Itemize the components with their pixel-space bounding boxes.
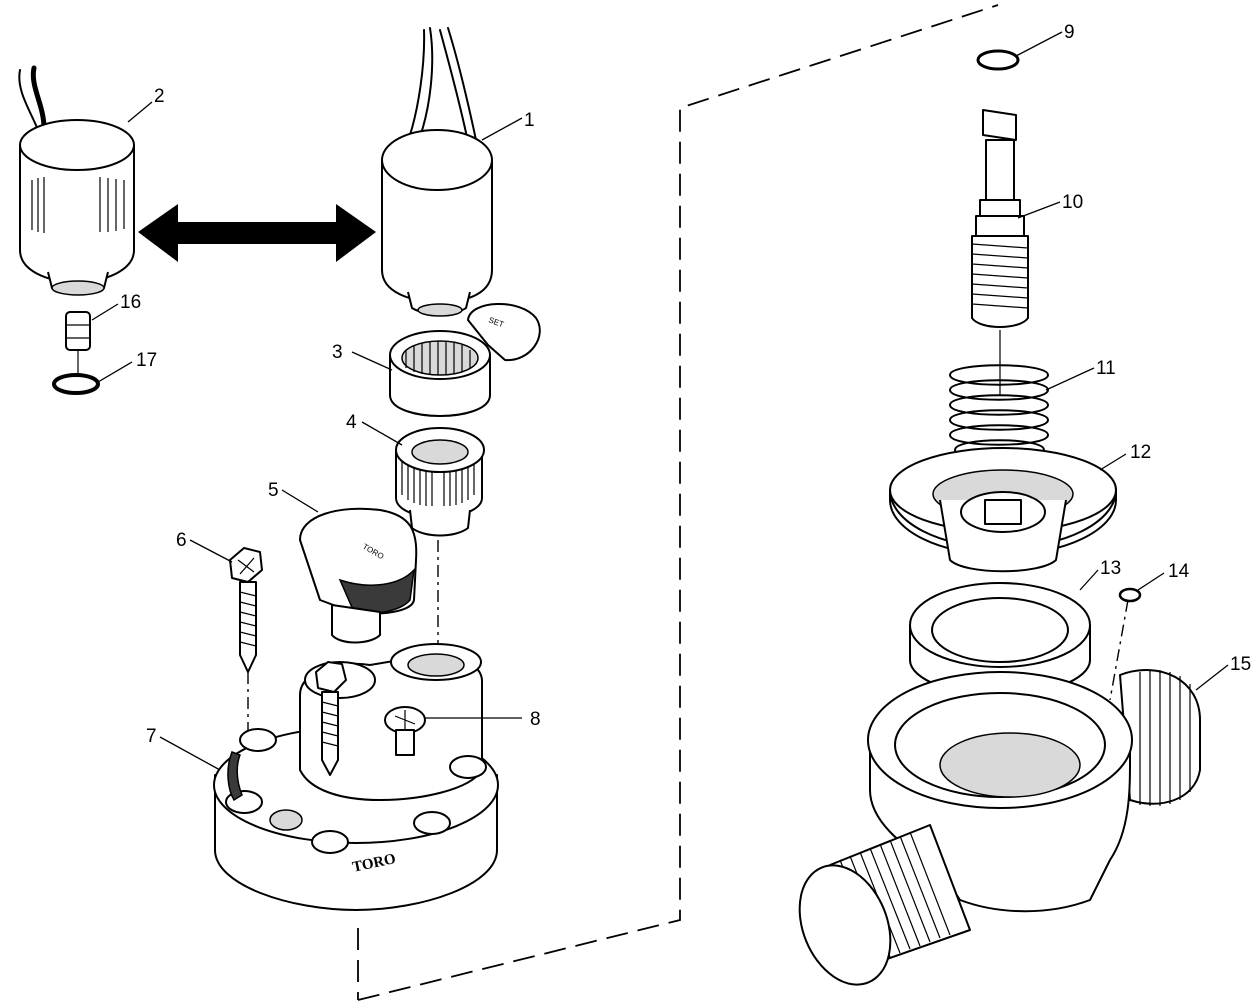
interchange-arrow: [138, 204, 376, 262]
part-15-valve-body: [798, 669, 1201, 986]
part-6-screw: [229, 547, 263, 673]
part-1-solenoid: [381, 27, 493, 317]
part-4-nut: [395, 427, 485, 537]
callout-6: 6: [176, 530, 187, 551]
callout-13: 13: [1100, 558, 1121, 579]
part-3-ring: SET: [389, 303, 541, 417]
part-8-bleed-screw: [384, 706, 426, 756]
callout-8: 8: [530, 709, 541, 730]
assembly-boundary: [357, 4, 999, 1001]
callout-labels: 1 2 3 4 5 6 7 8 9 10 11 12 13 14 15 16 1…: [120, 22, 1251, 747]
callout-4: 4: [346, 412, 357, 433]
callout-11: 11: [1096, 358, 1116, 379]
part-11-spring: [949, 364, 1049, 461]
part-14-small-o-ring: [1118, 587, 1142, 603]
callout-1: 1: [524, 110, 535, 131]
part-2-solenoid: [18, 65, 135, 296]
callout-10: 10: [1062, 192, 1083, 213]
part-17-o-ring: [52, 373, 100, 395]
callout-12: 12: [1130, 442, 1151, 463]
callout-9: 9: [1064, 22, 1075, 43]
part-5-knob: TORO: [299, 507, 418, 644]
callout-7: 7: [146, 726, 157, 747]
callout-17: 17: [136, 350, 157, 371]
callout-16: 16: [120, 292, 141, 313]
callout-3: 3: [332, 342, 343, 363]
part-12-diaphragm: [889, 447, 1117, 573]
part-7-bonnet: TORO: [213, 643, 499, 911]
callout-15: 15: [1230, 654, 1251, 675]
callout-14: 14: [1168, 561, 1190, 582]
part-9-o-ring: [976, 49, 1020, 71]
leader-lines: [91, 31, 1229, 771]
part-10-stem: [971, 109, 1029, 395]
callout-2: 2: [154, 86, 165, 107]
part-16-plunger: [65, 311, 91, 374]
callout-5: 5: [268, 480, 279, 501]
